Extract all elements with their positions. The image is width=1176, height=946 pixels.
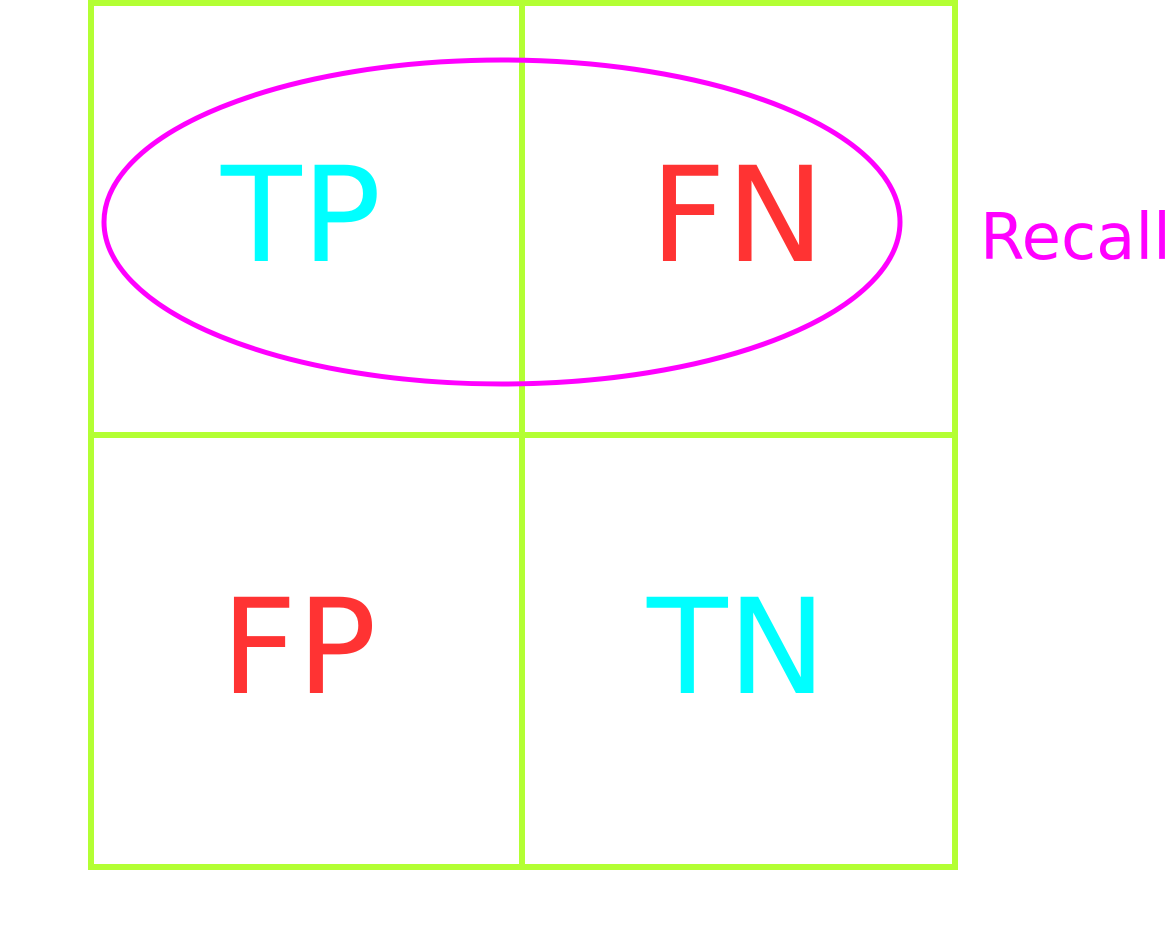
cell-fp-label: FP: [221, 571, 377, 725]
cell-fn-label: FN: [650, 139, 825, 293]
matrix-divider-horizontal: [88, 432, 958, 438]
cell-tp-label: TP: [221, 139, 382, 293]
cell-tn-label: TN: [647, 571, 827, 725]
recall-label: Recall: [980, 201, 1171, 275]
